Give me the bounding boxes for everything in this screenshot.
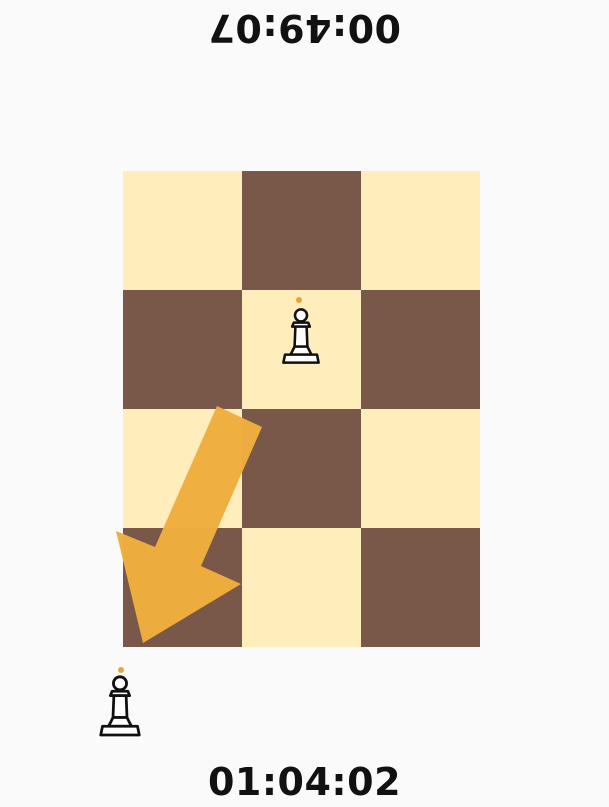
- square-r2c2[interactable]: [361, 409, 480, 528]
- captured-indicator-dot: [118, 667, 124, 673]
- captured-pawn-icon: [92, 672, 148, 742]
- opponent-timer: 00:49:07: [207, 6, 402, 50]
- square-r0c2[interactable]: [361, 171, 480, 290]
- square-r2c1[interactable]: [242, 409, 361, 528]
- square-r1c0[interactable]: [123, 290, 242, 409]
- square-r0c0[interactable]: [123, 171, 242, 290]
- chess-board: [123, 171, 480, 647]
- player-timer: 01:04:02: [207, 760, 402, 804]
- pawn-icon[interactable]: [269, 305, 333, 369]
- square-r1c2[interactable]: [361, 290, 480, 409]
- square-r2c0[interactable]: [123, 409, 242, 528]
- square-r3c1[interactable]: [242, 528, 361, 647]
- square-r3c2[interactable]: [361, 528, 480, 647]
- piece-indicator-dot: [296, 297, 302, 303]
- square-r3c0[interactable]: [123, 528, 242, 647]
- square-r1c1[interactable]: [242, 290, 361, 409]
- square-r0c1[interactable]: [242, 171, 361, 290]
